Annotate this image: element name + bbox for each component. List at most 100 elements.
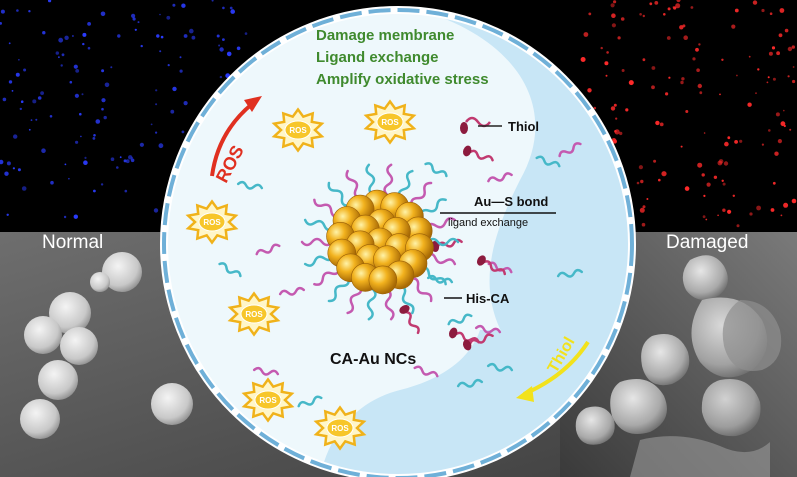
bound-ligand-chain (346, 284, 363, 315)
blue-dot (35, 118, 38, 121)
blue-dot (71, 35, 74, 37)
blue-dot (189, 28, 194, 34)
red-dot (731, 24, 736, 29)
blue-dot (2, 97, 7, 102)
red-dot (614, 130, 617, 133)
red-dot (613, 103, 617, 107)
bound-ligand (327, 277, 350, 303)
blue-dot (82, 42, 85, 46)
free-ligand (558, 142, 582, 158)
blue-dot (166, 15, 171, 20)
blue-fluorescence-dots (0, 0, 248, 219)
nanocluster-label: CA-Au NCs (330, 351, 416, 368)
red-dot (649, 2, 653, 6)
red-dot (651, 85, 655, 90)
blue-dot (123, 159, 127, 163)
thiol-chain (404, 310, 420, 335)
blue-dot (75, 69, 80, 73)
red-dot (787, 46, 793, 52)
red-dot (665, 92, 669, 96)
bound-ligand (419, 198, 447, 218)
red-dot (783, 109, 785, 112)
blue-dot (63, 215, 67, 219)
free-ligand (556, 268, 584, 278)
ligand-chain (297, 395, 323, 408)
ligand-chain (278, 286, 306, 296)
blue-dot (179, 56, 182, 59)
blue-dot (83, 160, 88, 165)
bound-ligand (398, 284, 415, 315)
blue-dot (42, 31, 46, 35)
red-dot (792, 79, 796, 84)
blue-dot (103, 115, 107, 120)
bound-ligand-chain (397, 169, 414, 200)
blue-dot (81, 93, 84, 96)
blue-dot (117, 34, 121, 38)
bound-ligand-chain (410, 181, 433, 207)
red-dot (675, 3, 681, 9)
red-dot (672, 6, 675, 9)
ros-badge: ROS (271, 107, 325, 153)
red-dot (789, 128, 792, 131)
free-ligand (426, 274, 454, 284)
blue-dot (37, 96, 42, 100)
free-ligand (236, 180, 264, 190)
red-dot (638, 165, 644, 170)
blue-dot (48, 0, 52, 3)
red-dot (752, 0, 758, 5)
red-dot (593, 106, 597, 110)
red-dot (696, 68, 700, 72)
blue-dot (219, 75, 223, 79)
thiol-chain (468, 149, 494, 162)
blue-dot (236, 46, 241, 51)
red-dot (639, 207, 645, 213)
red-dot (683, 35, 688, 40)
red-dot (655, 120, 660, 126)
ligand-chain (424, 162, 448, 178)
red-dot (771, 46, 776, 50)
red-dot (761, 143, 765, 146)
red-dot (755, 92, 757, 95)
red-dot (769, 12, 773, 15)
blue-dot (191, 35, 196, 40)
blue-dot (179, 69, 183, 73)
red-dot (732, 194, 735, 197)
thiol-label: Thiol (508, 119, 539, 134)
blue-dot (0, 159, 4, 165)
free-ligand (218, 262, 242, 278)
blue-dot (73, 64, 78, 69)
red-dot (791, 45, 795, 49)
red-dot (653, 159, 657, 163)
bound-ligand-chain (313, 266, 341, 286)
bound-ligand-chain (345, 169, 362, 200)
blue-dot (100, 183, 104, 186)
ros-core (240, 304, 268, 324)
red-dot (736, 74, 738, 77)
ligand-chain (487, 172, 513, 183)
blue-dot (58, 37, 64, 43)
red-dot (621, 69, 625, 72)
red-dot (680, 80, 684, 85)
blue-dot (6, 161, 11, 166)
red-dot (706, 182, 711, 187)
bound-ligand-chain (366, 288, 377, 321)
red-dot (646, 198, 649, 200)
blue-dot (160, 35, 164, 39)
blue-dot (49, 115, 53, 118)
blue-dot (61, 53, 65, 57)
blue-dot (64, 35, 69, 40)
ros-badge: ROS (227, 291, 281, 337)
red-fluorescence-dots (580, 0, 797, 228)
red-dot (680, 145, 683, 148)
free-ligand (535, 155, 561, 168)
red-dot (676, 0, 681, 3)
blue-dot (87, 22, 91, 26)
normal-bacteria (20, 252, 193, 439)
blue-dot (11, 90, 14, 92)
red-dot (659, 122, 664, 127)
red-dot (776, 51, 780, 56)
red-dot (642, 58, 646, 62)
red-dot (641, 222, 646, 227)
mechanism-oxidative-stress: Amplify oxidative stress (316, 71, 489, 88)
